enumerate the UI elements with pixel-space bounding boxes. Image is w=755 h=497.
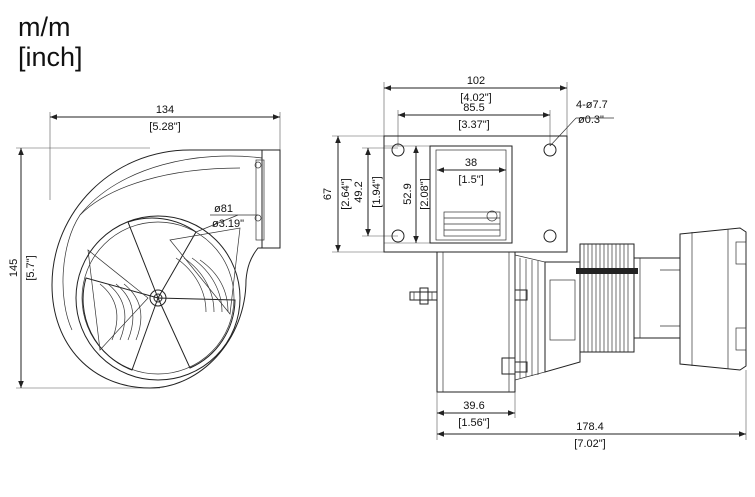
outlet-flange xyxy=(261,149,281,249)
holes-label: 4-ø7.7 xyxy=(576,99,608,111)
left-bolt xyxy=(409,287,438,305)
mount-fins xyxy=(514,254,546,381)
hole-span-inch-label: [3.37"] xyxy=(458,119,489,131)
mount-hole-bl xyxy=(391,229,405,243)
outlet-width-inch-label: [1.5"] xyxy=(458,174,483,186)
motor-windings xyxy=(576,243,638,353)
units-imperial: [inch] xyxy=(18,42,83,72)
vent-slots xyxy=(99,257,229,341)
front-width-label: 102 xyxy=(467,75,485,87)
hole-span-label: 85.5 xyxy=(463,102,484,114)
side-width-inch-label: [5.28"] xyxy=(149,121,180,133)
impeller xyxy=(82,217,241,371)
hole-v-span-label: 49.2 xyxy=(353,181,365,202)
front-width-inch-label: [4.02"] xyxy=(460,92,491,104)
units-metric: m/m xyxy=(18,12,71,42)
total-length-label: 178.4 xyxy=(576,421,604,433)
diameter-label: ø81 xyxy=(214,203,233,215)
side-height-inch-label: [5.7"] xyxy=(25,255,37,280)
side-width-label: 134 xyxy=(156,104,174,116)
housing-body xyxy=(436,251,516,393)
flange-height-label: 67 xyxy=(322,188,334,200)
holes-inch-label: ø0.3" xyxy=(578,114,604,126)
mount-hole-tl xyxy=(391,143,405,157)
motor-end-cap xyxy=(679,227,747,371)
front-view: 102 [4.02"] 85.5 [3.37"] 4-ø7.7 ø0.3" 67… xyxy=(322,75,747,450)
housing-depth-label: 39.6 xyxy=(463,400,484,412)
inlet-ring xyxy=(75,215,241,381)
side-height-label: 145 xyxy=(8,259,20,277)
volute-housing xyxy=(51,149,281,389)
outlet-opening xyxy=(429,145,513,244)
housing-depth-inch-label: [1.56"] xyxy=(458,417,489,429)
outlet-height-label: 52.9 xyxy=(402,183,414,204)
side-view: 134 [5.28"] 145 [5.7"] xyxy=(8,104,281,389)
units-label: m/m [inch] xyxy=(18,12,83,72)
hole-v-span-inch-label: [1.94"] xyxy=(371,176,383,207)
total-length-inch-label: [7.02"] xyxy=(574,438,605,450)
diameter-inch-label: ø3.19" xyxy=(212,218,244,230)
outlet-width-label: 38 xyxy=(465,157,477,169)
hub xyxy=(149,289,167,307)
mount-hole-tr xyxy=(543,143,557,157)
flange-height-inch-label: [2.64"] xyxy=(340,178,352,209)
outlet-height-inch-label: [2.08"] xyxy=(419,178,431,209)
motor-shroud xyxy=(544,261,581,373)
mount-hole-br xyxy=(543,229,557,243)
